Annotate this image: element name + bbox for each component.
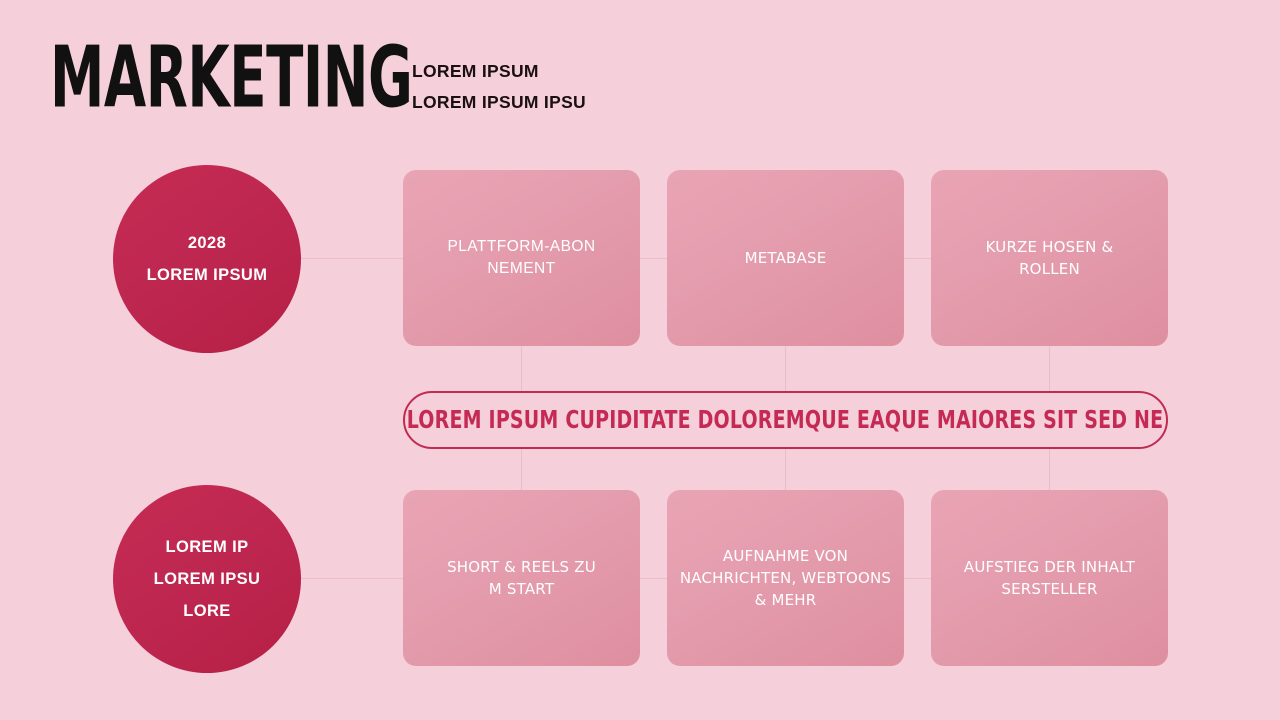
circle-bottom-line-1: LOREM IP [165, 538, 249, 556]
connector-banner-to-bottom-box1 [521, 449, 523, 491]
page-title: MARKETING [50, 28, 413, 127]
node-box-top-3-label: KURZE HOSEN & ROLLEN [985, 238, 1114, 278]
node-circle-top[interactable]: 2028 LOREM IPSUM [113, 165, 301, 353]
node-box-top-3[interactable]: KURZE HOSEN & ROLLEN [931, 170, 1168, 346]
connector-top-box2-box3 [904, 258, 932, 260]
connector-circle-bottom-to-box [301, 578, 404, 580]
center-banner[interactable]: LOREM IPSUM CUPIDITATE DOLOREMQUE EAQUE … [403, 391, 1168, 449]
connector-top-box1-box2 [640, 258, 668, 260]
circle-bottom-line-3: LORE [183, 602, 231, 620]
node-box-bottom-2[interactable]: AUFNAHME VON NACHRICHTEN, WEBTOONS & MEH… [667, 490, 904, 666]
circle-bottom-line-2: LOREM IPSU [153, 570, 261, 588]
node-circle-bottom[interactable]: LOREM IP LOREM IPSU LORE [113, 485, 301, 673]
circle-top-line-1: 2028 [187, 234, 227, 252]
header-subtitle-line-1: LOREM IPSUM [412, 61, 539, 81]
node-box-bottom-1-label: SHORT & REELS ZU M START [447, 558, 596, 598]
node-box-bottom-1[interactable]: SHORT & REELS ZU M START [403, 490, 640, 666]
connector-top-box1-to-banner [521, 346, 523, 392]
node-box-bottom-3[interactable]: AUFSTIEG DER INHALT SERSTELLER [931, 490, 1168, 666]
node-box-top-2[interactable]: METABASE [667, 170, 904, 346]
connector-bottom-box2-box3 [904, 578, 932, 580]
connector-top-box3-to-banner [1049, 346, 1051, 392]
header: MARKETING LOREM IPSUM LOREM IPSUM IPSU [50, 35, 670, 122]
connector-top-box2-to-banner [785, 346, 787, 392]
node-box-top-1-label: PLATTFORM-ABON NEMENT [447, 238, 596, 277]
node-box-bottom-3-label: AUFSTIEG DER INHALT SERSTELLER [963, 558, 1136, 598]
header-subtitle-line-2: LOREM IPSUM IPSU [412, 92, 586, 112]
center-banner-label: LOREM IPSUM CUPIDITATE DOLOREMQUE EAQUE … [407, 406, 1164, 434]
node-box-bottom-2-label: AUFNAHME VON NACHRICHTEN, WEBTOONS & MEH… [679, 547, 892, 609]
connector-banner-to-bottom-box2 [785, 449, 787, 491]
node-box-top-2-label: METABASE [744, 249, 827, 267]
header-subtitle: LOREM IPSUM LOREM IPSUM IPSU [412, 56, 586, 118]
circle-top-line-2: LOREM IPSUM [146, 266, 268, 284]
node-box-top-1[interactable]: PLATTFORM-ABON NEMENT [403, 170, 640, 346]
connector-banner-to-bottom-box3 [1049, 449, 1051, 491]
connector-bottom-box1-box2 [640, 578, 668, 580]
connector-circle-top-to-box [301, 258, 404, 260]
